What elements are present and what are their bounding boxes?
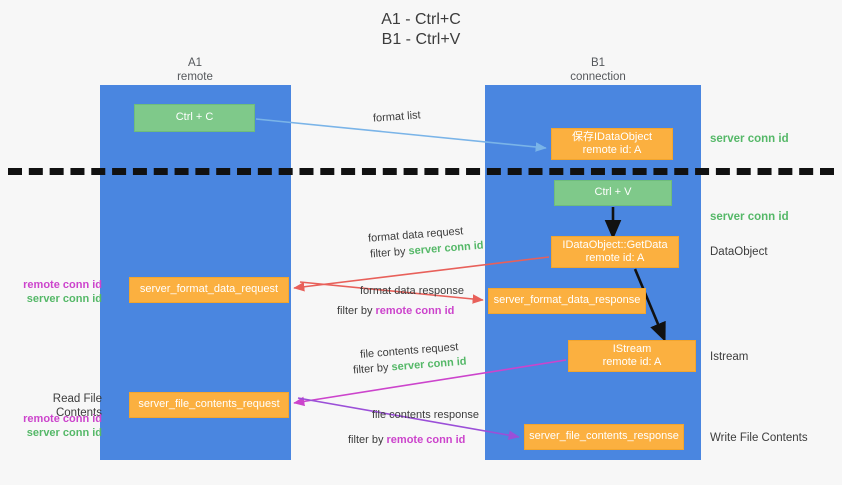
lane-a1-title: A1	[187, 57, 203, 69]
filter-by-text-3: filter by	[352, 361, 393, 377]
box-server-format-data-request[interactable]: server_format_data_request	[129, 277, 289, 303]
lane-a1-subtitle: remote	[177, 71, 213, 83]
box-idataobject[interactable]: 保存IDataObject remote id: A	[551, 128, 673, 160]
box-server-format-data-response[interactable]: server_format_data_response	[488, 288, 646, 314]
lane-header-b1: B1 connection	[528, 56, 668, 84]
filter-by-text-2: filter by	[337, 305, 376, 317]
left-server-conn-id-1: server conn id	[26, 293, 102, 305]
side-label-format-conn-ids: remote conn id server conn id	[10, 278, 102, 306]
left-server-conn-id-2: server conn id	[26, 427, 102, 439]
box-istream-line2: remote id: A	[602, 356, 662, 368]
title-line-1: A1 - Ctrl+C	[381, 11, 461, 28]
filter-by-text-1: filter by	[369, 245, 410, 261]
left-remote-conn-id-1: remote conn id	[23, 279, 102, 291]
phase-separator	[8, 168, 834, 175]
side-label-file-conn-ids: remote conn id server conn id	[8, 412, 102, 440]
diagram-title: A1 - Ctrl+C B1 - Ctrl+V	[0, 10, 842, 50]
side-label-write-file-contents: Write File Contents	[710, 432, 808, 444]
side-label-istream: Istream	[710, 351, 749, 363]
box-getdata-line2: remote id: A	[585, 252, 645, 264]
edge-label-file-contents-response-text: file contents response	[372, 409, 480, 421]
box-server-file-contents-response[interactable]: server_file_contents_response	[524, 424, 684, 450]
box-istream-line1: IStream	[612, 342, 652, 355]
box-filereq-label: server_file_contents_request	[138, 398, 280, 411]
title-line-2: B1 - Ctrl+V	[381, 31, 461, 48]
lane-b1-subtitle: connection	[570, 71, 626, 83]
box-idataobject-getdata[interactable]: IDataObject::GetData remote id: A	[551, 236, 679, 268]
box-ctrl-c-label: Ctrl + C	[175, 111, 214, 124]
box-fmtresp-label: server_format_data_response	[493, 294, 641, 307]
box-ctrl-c[interactable]: Ctrl + C	[134, 104, 255, 132]
remote-conn-id-text-2: remote conn id	[386, 434, 466, 446]
box-idataobject-line2: remote id: A	[582, 144, 642, 156]
box-fmtreq-label: server_format_data_request	[139, 283, 279, 296]
filter-by-text-4: filter by	[348, 434, 387, 446]
edge-filter-format-data-response: filter by remote conn id	[337, 304, 454, 319]
edge-label-format-list-text: format list	[372, 109, 422, 125]
edge-filter-file-contents-response: filter by remote conn id	[348, 433, 465, 448]
side-label-dataobject: DataObject	[710, 246, 768, 258]
box-idataobject-line1: 保存IDataObject	[571, 130, 653, 143]
side-label-server-conn-id-top: server conn id	[710, 133, 789, 145]
box-fileresp-label: server_file_contents_response	[529, 430, 679, 443]
edge-label-format-list: format list	[373, 108, 422, 126]
remote-conn-id-text-1: remote conn id	[375, 305, 455, 317]
side-label-read-file-contents: Read File Contents	[52, 393, 102, 419]
box-ctrl-v-label: Ctrl + V	[594, 186, 632, 199]
box-server-file-contents-request[interactable]: server_file_contents_request	[129, 392, 289, 418]
edge-label-format-data-response: format data response	[360, 284, 464, 299]
edge-label-file-contents-response: file contents response	[372, 408, 479, 423]
lane-b1-title: B1	[590, 57, 606, 69]
lane-header-a1: A1 remote	[125, 56, 265, 84]
left-remote-conn-id-2: remote conn id	[23, 413, 102, 425]
box-ctrl-v[interactable]: Ctrl + V	[554, 180, 672, 206]
box-getdata-line1: IDataObject::GetData	[562, 238, 668, 251]
edge-label-format-data-response-text: format data response	[360, 285, 464, 297]
box-istream[interactable]: IStream remote id: A	[568, 340, 696, 372]
side-label-server-conn-id-mid: server conn id	[710, 211, 789, 223]
